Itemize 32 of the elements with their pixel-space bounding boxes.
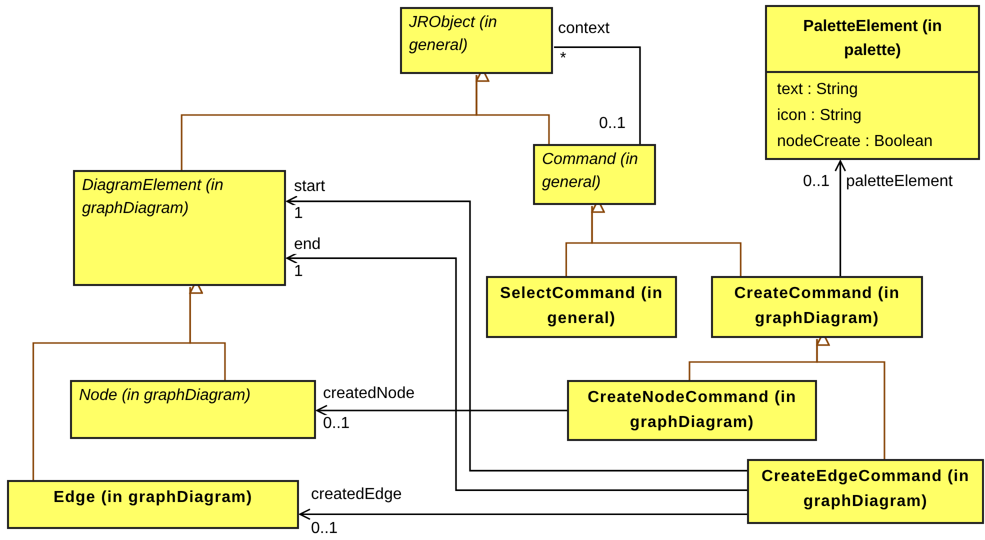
attribute-text: nodeCreate : Boolean xyxy=(776,132,934,152)
association-arrow xyxy=(286,252,747,491)
class-box xyxy=(747,459,984,524)
role-name: end xyxy=(293,236,322,254)
association-arrow xyxy=(299,508,747,520)
class-box xyxy=(765,5,980,160)
role-name: paletteElement xyxy=(845,173,954,191)
class-name: DiagramElement (in graphDiagram) xyxy=(81,176,224,219)
association-arrow xyxy=(286,196,747,472)
class-box xyxy=(70,380,316,439)
class-name: PaletteElement (in palette) xyxy=(767,7,978,73)
attribute-text: text : String xyxy=(776,80,859,100)
class-box xyxy=(533,144,656,205)
class-name: CreateEdgeCommand (in graphDiagram) xyxy=(760,467,970,512)
class-name: CreateNodeCommand (in graphDiagram) xyxy=(586,388,798,433)
class-box xyxy=(7,480,299,529)
attribute-text: icon : String xyxy=(776,106,862,126)
class-box xyxy=(567,380,817,441)
class-name: Edge (in graphDiagram) xyxy=(52,488,254,508)
class-name: Node (in graphDiagram) xyxy=(78,386,252,406)
role-name: createdEdge xyxy=(310,486,403,504)
class-name: CreateCommand (in graphDiagram) xyxy=(733,284,901,329)
class-box xyxy=(711,276,923,338)
class-box xyxy=(400,7,553,74)
class-box xyxy=(486,276,677,338)
association-arrow xyxy=(316,404,567,416)
class-name: Command (in general) xyxy=(541,150,640,193)
class-box xyxy=(73,170,286,286)
class-name: JRObject (in general) xyxy=(408,13,498,56)
class-name: SelectCommand (in general) xyxy=(499,284,664,329)
association-arrow xyxy=(834,160,846,276)
role-name: start xyxy=(293,178,326,196)
